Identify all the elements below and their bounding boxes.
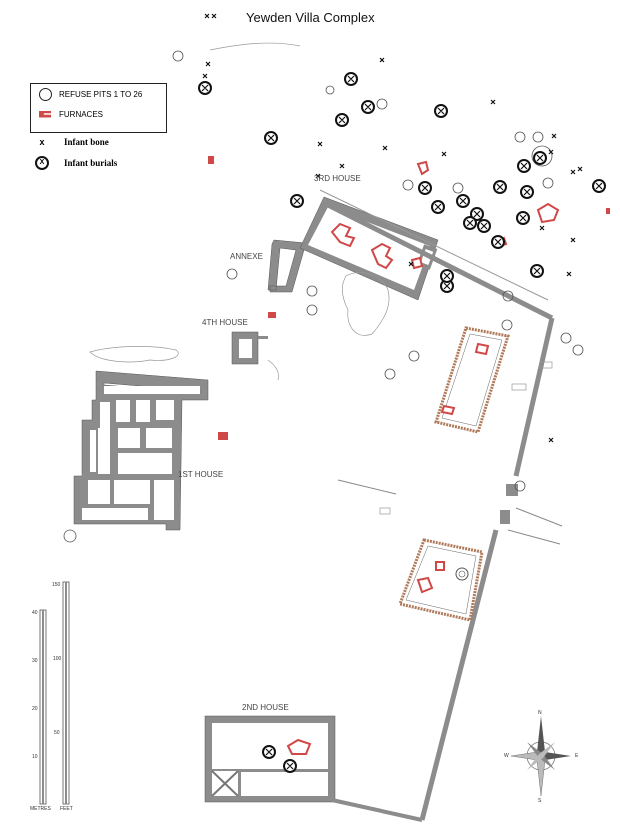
feet-tick: 150 bbox=[52, 582, 61, 588]
legend-box: REFUSE PITS 1 TO 26 FURNACES bbox=[30, 83, 167, 133]
field-outlines bbox=[89, 42, 553, 515]
scale-feet-label: FEET bbox=[60, 806, 73, 812]
map-title: Yewden Villa Complex bbox=[246, 10, 375, 25]
metre-tick: 40 bbox=[32, 610, 38, 616]
scale-metres-label: METRES bbox=[30, 806, 51, 812]
metre-tick: 10 bbox=[32, 754, 38, 760]
refuse-pit-icon bbox=[38, 87, 52, 101]
legend-refuse-pits: REFUSE PITS 1 TO 26 bbox=[37, 87, 142, 101]
metre-tick: 30 bbox=[32, 658, 38, 664]
label-fourth-house: 4TH HOUSE bbox=[202, 318, 248, 327]
fourth-house-walls bbox=[231, 331, 268, 365]
compass-s: S bbox=[538, 798, 542, 804]
compass-n: N bbox=[538, 710, 542, 716]
legend-infant-bone: x Infant bone bbox=[39, 137, 108, 147]
gate-post bbox=[500, 510, 510, 524]
enclosure-wall bbox=[319, 189, 563, 822]
label-annexe: ANNEXE bbox=[230, 252, 263, 261]
gate-post bbox=[506, 484, 518, 496]
furnace-enclosure-south bbox=[397, 538, 484, 622]
infant-bone-marks bbox=[202, 13, 583, 443]
furnace-enclosure-north bbox=[434, 326, 510, 434]
refuse-pits bbox=[63, 50, 584, 543]
legend-furnaces: FURNACES bbox=[37, 108, 103, 120]
burial-x-marks bbox=[201, 75, 603, 770]
compass-e: E bbox=[575, 753, 579, 759]
metre-tick: 20 bbox=[32, 706, 38, 712]
label-second-house: 2ND HOUSE bbox=[242, 703, 289, 712]
legend-infant-burials: X Infant burials bbox=[35, 156, 117, 170]
feet-tick: 100 bbox=[53, 656, 62, 662]
burial-icon: X bbox=[35, 156, 49, 170]
label-third-house: 3RD HOUSE bbox=[314, 174, 361, 183]
scale-bars bbox=[39, 581, 70, 805]
compass-rose bbox=[510, 716, 571, 797]
compass-w: W bbox=[504, 753, 509, 759]
x-icon: x bbox=[39, 137, 45, 147]
second-house-walls bbox=[204, 715, 336, 803]
first-house-inner-walls bbox=[82, 398, 176, 508]
label-first-house: 1ST HOUSE bbox=[178, 470, 224, 479]
small-furnaces bbox=[208, 156, 610, 440]
infant-burials bbox=[198, 72, 606, 773]
first-house-rooms bbox=[82, 386, 200, 520]
furnace-icon bbox=[39, 110, 51, 118]
feet-tick: 50 bbox=[54, 730, 60, 736]
